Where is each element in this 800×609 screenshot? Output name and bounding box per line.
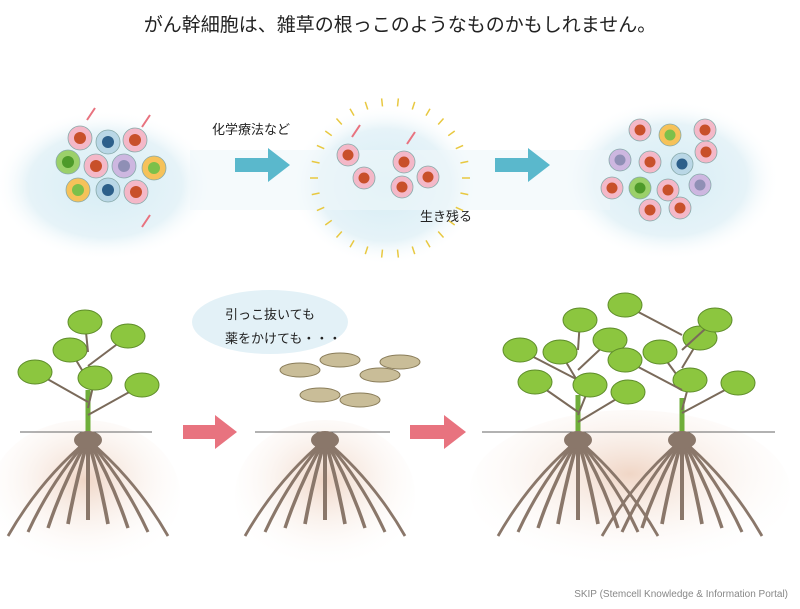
leaf <box>67 309 103 335</box>
speech-line-1: 引っこ抜いても <box>225 308 315 323</box>
weed-plants <box>6 292 764 537</box>
withered-leaf <box>379 354 421 370</box>
withered-leaf <box>299 387 341 403</box>
leaf <box>607 292 643 318</box>
cell-cluster-surviving <box>336 143 440 199</box>
cell-cluster-before <box>55 125 167 205</box>
root-face <box>564 431 592 449</box>
leaf <box>517 369 553 395</box>
speech-line-2: 薬をかけても・・・ <box>225 332 342 347</box>
leaf <box>592 327 628 353</box>
speech-cloud <box>192 290 348 354</box>
leaf <box>572 372 608 398</box>
root-face <box>74 431 102 449</box>
leaf <box>642 339 678 365</box>
survival-rays <box>86 98 470 258</box>
leaf <box>17 359 53 385</box>
leaf <box>697 307 733 333</box>
root-face <box>668 431 696 449</box>
leaf <box>110 323 146 349</box>
root-face <box>311 431 339 449</box>
withered-leaf <box>279 362 321 378</box>
chemo-label: 化学療法など <box>212 123 291 138</box>
soil-areas <box>0 410 790 570</box>
credit: SKIP (Stemcell Knowledge & Information P… <box>574 589 788 600</box>
leaf <box>607 347 643 373</box>
leaf <box>502 337 538 363</box>
withered-leaf <box>359 367 401 383</box>
leaf <box>542 339 578 365</box>
cell-cluster-regrown <box>600 118 718 222</box>
leaf <box>562 307 598 333</box>
leaf <box>52 337 88 363</box>
leaf <box>610 379 646 405</box>
leaf <box>672 367 708 393</box>
withered-leaf <box>319 352 361 368</box>
pink-arrows <box>183 415 466 449</box>
page-title: がん幹細胞は、雑草の根っこのようなものかもしれません。 <box>143 14 657 36</box>
leaf <box>77 365 113 391</box>
survive-label: 生き残る <box>420 210 473 225</box>
withered-leaf <box>339 392 381 408</box>
cyan-arrow-2 <box>495 148 550 182</box>
leaf <box>720 370 756 396</box>
leaf <box>124 372 160 398</box>
cyan-arrow-1 <box>235 148 290 182</box>
